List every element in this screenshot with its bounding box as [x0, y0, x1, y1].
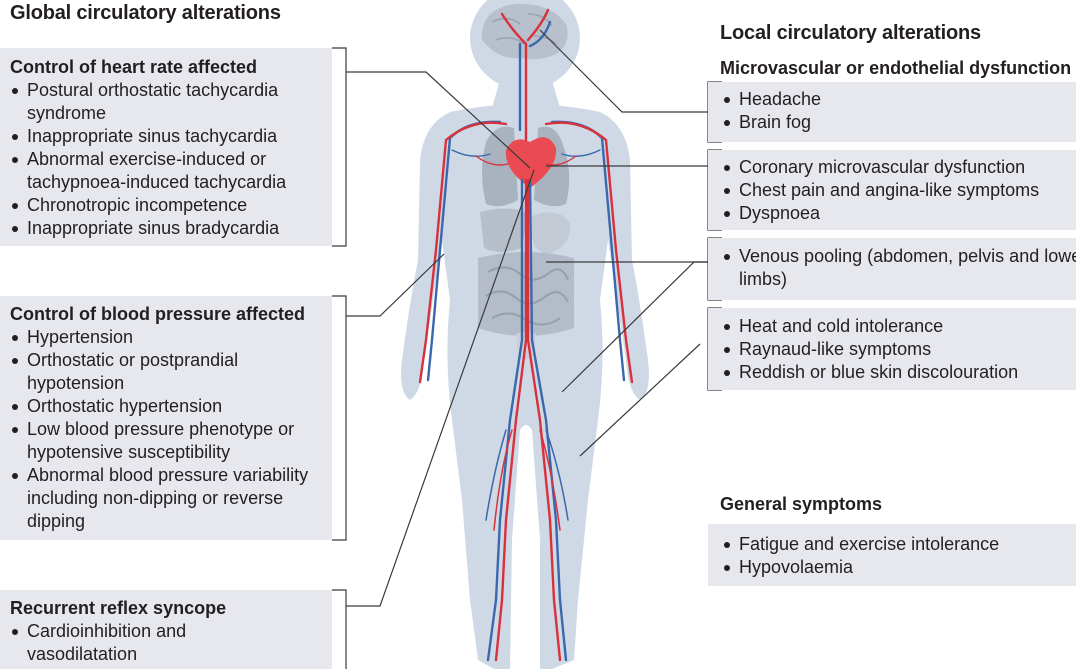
- leader-syncope: [346, 169, 535, 607]
- heart-rate-panel: Control of heart rate affected Postural …: [0, 48, 332, 246]
- brain-list: Headache Brain fog: [722, 88, 1076, 134]
- list-item: Fatigue and exercise intolerance: [722, 533, 1076, 556]
- organs: [478, 3, 574, 359]
- list-item: Hypertension: [10, 326, 322, 349]
- heart-list: Coronary microvascular dysfunction Chest…: [722, 156, 1076, 225]
- list-item: Orthostatic hypertension: [10, 395, 322, 418]
- leader-blood-pressure: [346, 253, 445, 317]
- local-subheading: Microvascular or endothelial dysfunction: [720, 58, 1072, 78]
- local-heading: Local circulatory alterations: [720, 22, 981, 44]
- syncope-list: Cardioinhibition and vasodilatation: [10, 620, 240, 666]
- list-item: Orthostatic or postprandial hypotension: [10, 349, 322, 395]
- list-item: Chest pain and angina-like symptoms: [722, 179, 1076, 202]
- leader-venous-limb: [561, 261, 708, 393]
- list-item: Abnormal exercise-induced or tachypnoea-…: [10, 148, 322, 194]
- general-list: Fatigue and exercise intolerance Hypovol…: [722, 533, 1076, 579]
- list-item: Brain fog: [722, 111, 1076, 134]
- syncope-panel: Recurrent reflex syncope Cardioinhibitio…: [0, 590, 332, 669]
- venous-panel: Venous pooling (abdomen, pelvis and lowe…: [708, 238, 1076, 300]
- list-item: Low blood pressure phenotype or hypotens…: [10, 418, 322, 464]
- skin-list: Heat and cold intolerance Raynaud-like s…: [722, 315, 1076, 384]
- stomach: [532, 212, 571, 254]
- arteries: [418, 8, 634, 662]
- global-heading: Global circulatory alterations: [10, 2, 281, 24]
- general-panel: Fatigue and exercise intolerance Hypovol…: [708, 524, 1076, 586]
- list-item: Headache: [722, 88, 1076, 111]
- brain-panel: Headache Brain fog: [708, 82, 1076, 142]
- list-item: Cardioinhibition and vasodilatation: [10, 620, 240, 666]
- leader-skin: [579, 343, 701, 457]
- venous-list: Venous pooling (abdomen, pelvis and lowe…: [722, 245, 1076, 291]
- skin-panel: Heat and cold intolerance Raynaud-like s…: [708, 308, 1076, 390]
- heart-rate-list: Postural orthostatic tachycardia syndrom…: [10, 79, 322, 240]
- list-item: Reddish or blue skin discolouration: [722, 361, 1076, 384]
- list-item: Postural orthostatic tachycardia syndrom…: [10, 79, 322, 125]
- list-item: Inappropriate sinus tachycardia: [10, 125, 322, 148]
- list-item: Hypovolaemia: [722, 556, 1076, 579]
- blood-pressure-title: Control of blood pressure affected: [10, 304, 306, 324]
- heart-panel: Coronary microvascular dysfunction Chest…: [708, 150, 1076, 230]
- list-item: Dyspnoea: [722, 202, 1076, 225]
- leader-heart-rate: [346, 71, 531, 169]
- list-item: Raynaud-like symptoms: [722, 338, 1076, 361]
- list-item: Heat and cold intolerance: [722, 315, 1076, 338]
- list-item: Coronary microvascular dysfunction: [722, 156, 1076, 179]
- list-item: Abnormal blood pressure variability incl…: [10, 464, 322, 533]
- heart-rate-title: Control of heart rate affected: [10, 57, 258, 77]
- blood-pressure-list: Hypertension Orthostatic or postprandial…: [10, 326, 322, 533]
- leader-brain: [539, 29, 708, 113]
- list-item: Venous pooling (abdomen, pelvis and lowe…: [722, 245, 1076, 291]
- general-heading: General symptoms: [720, 494, 883, 514]
- list-item: Inappropriate sinus bradycardia: [10, 217, 322, 240]
- list-item: Chronotropic incompetence: [10, 194, 322, 217]
- heart: [505, 137, 557, 188]
- leader-lines: [346, 29, 708, 607]
- syncope-title: Recurrent reflex syncope: [10, 598, 227, 618]
- blood-pressure-panel: Control of blood pressure affected Hyper…: [0, 296, 332, 540]
